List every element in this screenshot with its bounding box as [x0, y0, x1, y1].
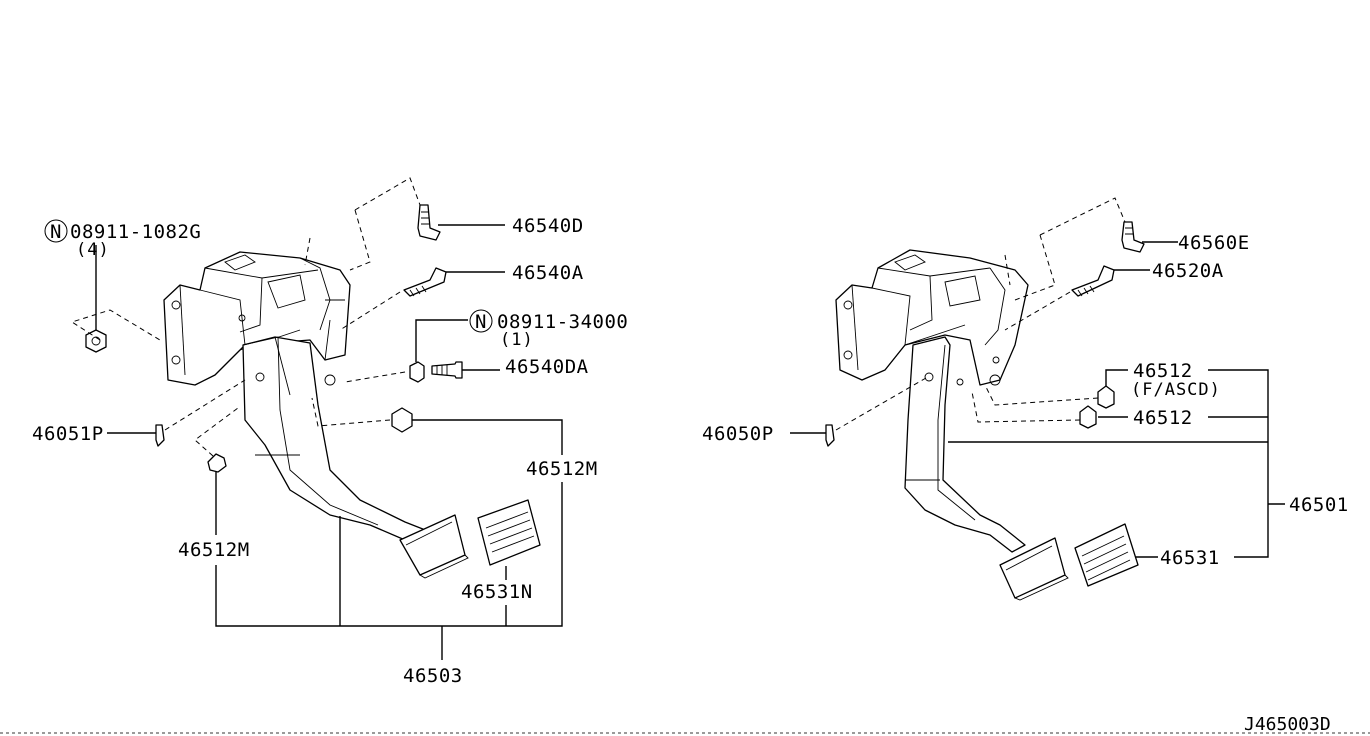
left-pedal-assembly	[70, 177, 563, 660]
label-46531n: 46531N	[461, 581, 533, 603]
left-leader-lines	[95, 224, 563, 660]
left-bolt-46540da	[431, 361, 463, 379]
left-bolt-46540d	[417, 204, 441, 241]
label-46051p: 46051P	[32, 423, 104, 445]
right-leader-lines	[790, 241, 1285, 558]
label-46503: 46503	[403, 665, 463, 687]
label-f-ascd-note: (F/ASCD)	[1131, 380, 1221, 400]
label-46512m-left: 46512M	[178, 539, 250, 561]
nut-callout-08911-34000: N 08911-34000 (1)	[469, 309, 628, 350]
right-pedal-arm	[904, 336, 1026, 553]
left-loose-pad	[477, 499, 541, 566]
label-46531: 46531	[1160, 547, 1220, 569]
right-loose-pad	[1074, 523, 1139, 587]
left-pin-46051p	[155, 424, 165, 447]
label-46512: 46512	[1133, 407, 1193, 429]
right-stopper-ascd	[1097, 385, 1115, 409]
left-bolt-46540a	[403, 267, 447, 297]
left-pedal-arm	[242, 336, 439, 541]
right-pedal-bracket	[835, 249, 1029, 386]
label-46512m-right: 46512M	[526, 458, 598, 480]
label-46540a: 46540A	[512, 262, 584, 284]
nut-callout-08911-1082g: N 08911-1082G (4)	[44, 219, 201, 260]
nut2-symbol: N	[475, 311, 487, 333]
nut-quantity: (4)	[76, 240, 110, 260]
label-46560e: 46560E	[1178, 232, 1250, 254]
right-stopper	[1079, 405, 1097, 429]
nut2-quantity: (1)	[500, 330, 534, 350]
label-46501: 46501	[1289, 494, 1349, 516]
diagram-code: J465003D	[1244, 714, 1331, 735]
right-bolt-46560e	[1121, 221, 1145, 253]
nut-symbol: N	[50, 221, 62, 243]
left-stopper-upper	[391, 407, 413, 433]
nut-part-number: 08911-1082G	[70, 221, 201, 243]
right-pedal-pad	[999, 537, 1069, 601]
right-dashed-guides	[835, 197, 1126, 431]
left-dashed-guides	[70, 177, 421, 457]
label-46050p: 46050P	[702, 423, 774, 445]
right-labels: 46560E 46520A 46512 (F/ASCD) 46512 46050…	[702, 232, 1349, 569]
left-pedal-pad	[399, 514, 469, 579]
left-nut-08911-34000	[409, 361, 425, 383]
label-46520a: 46520A	[1152, 260, 1224, 282]
right-bolt-46520a	[1071, 265, 1115, 297]
label-46540d: 46540D	[512, 215, 584, 237]
label-46512-ascd: 46512	[1133, 360, 1193, 382]
left-stopper-lower	[207, 453, 227, 473]
right-pedal-assembly	[790, 197, 1285, 601]
right-pin-46050p	[825, 424, 835, 447]
nut2-part-number: 08911-34000	[497, 311, 628, 333]
left-labels: N 08911-1082G (4) 46540D 46540A N 08911-…	[32, 215, 628, 687]
left-pedal-bracket	[163, 251, 351, 386]
label-46540da: 46540DA	[505, 356, 589, 378]
